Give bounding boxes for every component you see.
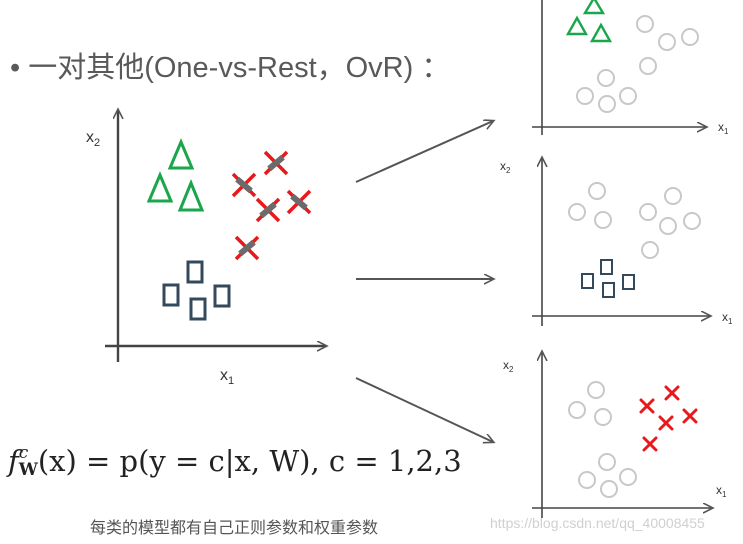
class-cross-marker: [658, 415, 674, 431]
main-x-label: x1: [220, 367, 234, 387]
class-cross-marker: [682, 408, 698, 424]
rest-circle-marker: [681, 28, 699, 46]
rest-circle-marker: [641, 241, 659, 259]
sub3-y-label: x2: [503, 358, 514, 374]
rest-circle-marker: [576, 87, 594, 105]
class-cross-marker: [286, 189, 312, 215]
class-square-marker: [213, 284, 231, 308]
class-cross-marker: [255, 197, 281, 223]
class-square-marker: [186, 260, 204, 284]
caption-text: 每类的模型都有自己正则参数和权重参数: [90, 518, 379, 537]
rest-circle-marker: [587, 381, 605, 399]
sub3-x-label: x1: [716, 483, 727, 499]
class-cross-marker: [263, 150, 289, 176]
rest-circle-marker: [639, 57, 657, 75]
class-cross-marker: [234, 235, 260, 261]
rest-circle-marker: [658, 33, 676, 51]
rest-circle-marker: [578, 471, 596, 489]
rest-circle-marker: [600, 480, 618, 498]
subplot-square-vs-rest: x2 x1: [500, 158, 733, 326]
subplot-cross-vs-rest: x2 x1: [503, 352, 727, 518]
ovr-heading: • 一对其他(One-vs-Rest，OvR) ：: [10, 52, 451, 84]
class-triangle-marker: [146, 171, 174, 203]
class-cross-marker: [664, 385, 680, 401]
rest-circle-marker: [639, 203, 657, 221]
subplot-triangle-vs-rest: x1: [532, 0, 729, 136]
class-triangle-marker: [589, 22, 613, 43]
class-square-marker: [581, 273, 594, 289]
rest-circle-marker: [594, 408, 612, 426]
rest-circle-marker: [568, 203, 586, 221]
main-plot: x2 x1: [86, 110, 326, 387]
rest-circle-marker: [597, 69, 615, 87]
sub2-x-label: x1: [722, 310, 733, 326]
rest-circle-marker: [598, 453, 616, 471]
rest-circle-marker: [636, 15, 654, 33]
class-cross-marker: [642, 436, 658, 452]
watermark-text: https://blog.csdn.net/qq_40008455: [490, 515, 705, 531]
main-y-label: x2: [86, 129, 100, 149]
rest-circle-marker: [598, 95, 616, 113]
class-triangle-marker: [582, 0, 606, 15]
class-square-marker: [600, 259, 613, 275]
rest-circle-marker: [568, 401, 586, 419]
rest-circle-marker: [594, 211, 612, 229]
class-square-marker: [602, 282, 615, 298]
sub1-x-label: x1: [718, 120, 729, 136]
arrow-to-triangle-plot: [355, 121, 493, 183]
rest-circle-marker: [588, 182, 606, 200]
arrow-to-cross-plot: [355, 377, 493, 442]
rest-circle-marker: [619, 468, 637, 486]
sub2-y-label: x2: [500, 159, 511, 175]
rest-circle-marker: [683, 212, 701, 230]
class-square-marker: [162, 283, 180, 307]
class-triangle-marker: [177, 179, 205, 212]
class-cross-marker: [639, 398, 655, 414]
rest-circle-marker: [659, 217, 677, 235]
class-square-marker: [189, 297, 207, 321]
rest-circle-marker: [619, 87, 637, 105]
class-triangle-marker: [167, 138, 195, 170]
class-cross-marker: [231, 172, 257, 198]
class-triangle-marker: [565, 15, 589, 36]
class-square-marker: [622, 274, 635, 290]
rest-circle-marker: [664, 187, 682, 205]
